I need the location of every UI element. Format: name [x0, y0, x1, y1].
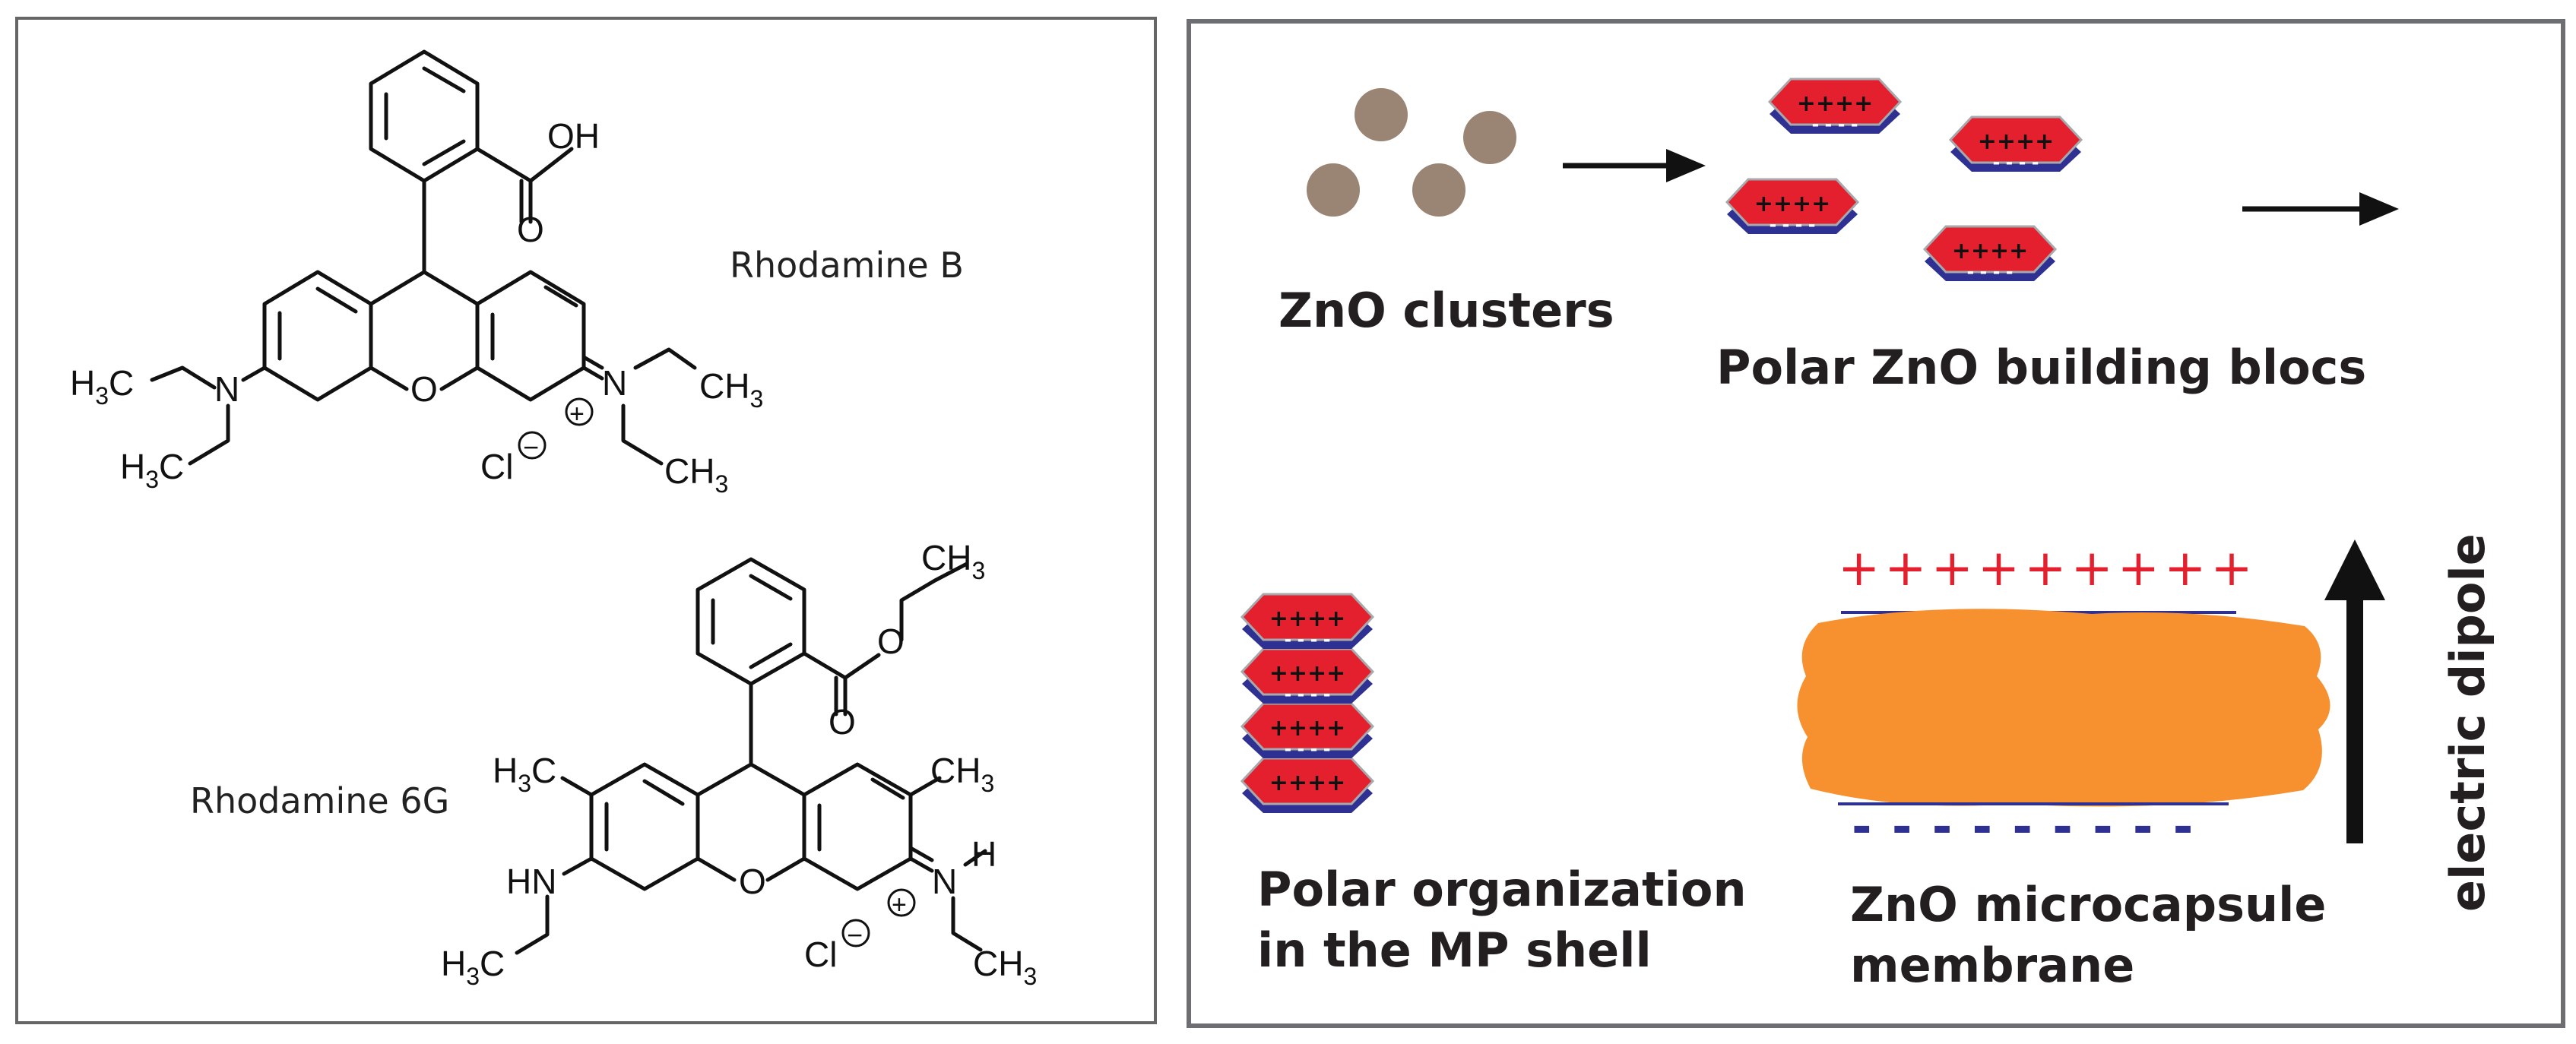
membrane-body: [1797, 609, 2330, 807]
zno-diagram-panel: ZnO clusters ++++ - - - - ++++ - - - - +…: [1180, 0, 2576, 1044]
r6g-ring-o-atom: O: [739, 862, 766, 901]
r6g-minus-sign: −: [847, 919, 863, 951]
zno-clusters-group: [1307, 88, 1516, 217]
rb-plus-sign: +: [569, 400, 585, 429]
block-charge-label: ++++: [1269, 606, 1346, 632]
block-charge-label: ++++: [1269, 770, 1346, 796]
polar-block: ++++ - - - -: [1725, 178, 1859, 236]
arrow-right-icon: [1666, 149, 1706, 182]
r6g-hn-atom: HN: [506, 862, 556, 901]
r6g-h3c-left: H3C: [493, 751, 556, 797]
svg-text:- - - -: - - - -: [1993, 150, 2039, 173]
cluster-particle: [1307, 163, 1360, 217]
polar-block: ++++ - - - -: [1240, 593, 1374, 650]
polar-blocs-label: Polar ZnO building blocs: [1716, 340, 2366, 395]
rb-oh-atom: OH: [547, 116, 600, 156]
polar-block: ++++ - - - -: [1240, 647, 1374, 705]
membrane-bottom-charges: - - - - - - - - -: [1852, 799, 2194, 856]
rhodamine-b-name: Rhodamine B: [730, 245, 964, 286]
polar-block: ++++ - - - -: [1768, 78, 1902, 135]
r6g-ester-o-atom: O: [877, 622, 905, 661]
membrane-top-charges: +++++++++: [1838, 539, 2258, 597]
left-frame: [15, 17, 1157, 1024]
rb-right-n-atom: N: [602, 363, 627, 403]
chemical-structures-panel: OH O O N N H3C H3C CH3 CH3 Cl − + Rhodam…: [0, 0, 1180, 1044]
polar-block: ++++ - - - -: [1949, 115, 2083, 173]
polar-block: ++++: [1240, 757, 1374, 815]
rb-left-n-atom: N: [214, 369, 239, 409]
rhodamine-b-structure: [150, 49, 697, 466]
microcapsule-label-line2: membrane: [1850, 938, 2134, 993]
cluster-particle: [1412, 163, 1465, 217]
cluster-particle: [1463, 111, 1516, 164]
chemical-structures-figure: OH O O N N H3C H3C CH3 CH3 Cl − + Rhodam…: [15, 17, 1157, 1024]
r6g-plus-sign: +: [892, 891, 907, 919]
svg-text:- - - -: - - - -: [1285, 627, 1331, 650]
svg-text:- - - -: - - - -: [1285, 736, 1331, 760]
r6g-chloride: Cl: [804, 935, 837, 974]
rb-plus-charge-icon: [565, 397, 594, 426]
r6g-plus-charge-icon: [887, 888, 916, 917]
zno-diagram-figure: ZnO clusters ++++ - - - - ++++ - - - - +…: [1187, 19, 2565, 1028]
svg-text:- - - -: - - - -: [1770, 212, 1816, 236]
electric-dipole-label: electric dipole: [2440, 533, 2495, 912]
block-charge-label: ++++: [1754, 191, 1831, 217]
rb-h3c-top: H3C: [70, 363, 134, 410]
r6g-n-right-atom: N: [932, 862, 957, 901]
r6g-ch3-right: CH3: [930, 751, 994, 797]
cluster-particle: [1355, 88, 1408, 141]
rb-ring-o-atom: O: [410, 369, 438, 409]
rb-ch3-right-top: CH3: [699, 366, 763, 413]
r6g-ch3-ester: CH3: [921, 538, 985, 584]
zno-clusters-label: ZnO clusters: [1278, 283, 1614, 338]
block-charge-label: ++++: [1797, 90, 1874, 117]
svg-text:- - - -: - - - -: [1812, 112, 1858, 135]
zno-microcapsule-membrane: +++++++++ - - - - - - - - -: [1797, 539, 2330, 856]
rb-h3c-bottom: H3C: [120, 447, 184, 493]
rb-chloride: Cl: [480, 447, 513, 486]
block-charge-label: ++++: [1978, 128, 2055, 155]
r6g-ch3-bottom-right: CH3: [973, 944, 1037, 990]
svg-text:- - - -: - - - -: [1967, 259, 2014, 283]
rhodamine-6g-name: Rhodamine 6G: [190, 780, 449, 821]
block-charge-label: ++++: [1269, 660, 1346, 687]
polar-building-blocs-group: ++++ - - - - ++++ - - - - ++++ - - - - +…: [1725, 78, 2083, 283]
microcapsule-label-line1: ZnO microcapsule: [1850, 877, 2326, 932]
rb-minus-charge-icon: [518, 431, 547, 460]
r6g-minus-charge-icon: [841, 919, 870, 948]
polar-organization-stack: ++++ ++++ - - - - ++++ - - - - ++++ - - …: [1240, 593, 1374, 815]
r6g-h-right-atom: H: [971, 834, 996, 874]
rb-minus-sign: −: [523, 432, 539, 463]
polar-organization-label-line1: Polar organization: [1257, 862, 1747, 917]
block-charge-label: ++++: [1952, 238, 2029, 264]
arrow-up-icon: [2324, 539, 2385, 600]
polar-block: ++++ - - - -: [1240, 702, 1374, 760]
r6g-h3c-bottom: H3C: [441, 944, 505, 990]
rb-ch3-right-bottom: CH3: [664, 451, 728, 498]
right-frame: [1187, 19, 2565, 1028]
rhodamine-6g-structure: [515, 557, 987, 955]
block-charge-label: ++++: [1269, 715, 1346, 742]
polar-block: ++++ - - - -: [1923, 225, 2057, 283]
polar-organization-label-line2: in the MP shell: [1257, 922, 1652, 978]
arrow-right-icon: [2359, 192, 2399, 226]
rb-carbonyl-o-atom: O: [517, 210, 544, 249]
svg-text:- - - -: - - - -: [1285, 682, 1331, 705]
r6g-carbonyl-o-atom: O: [829, 702, 856, 742]
